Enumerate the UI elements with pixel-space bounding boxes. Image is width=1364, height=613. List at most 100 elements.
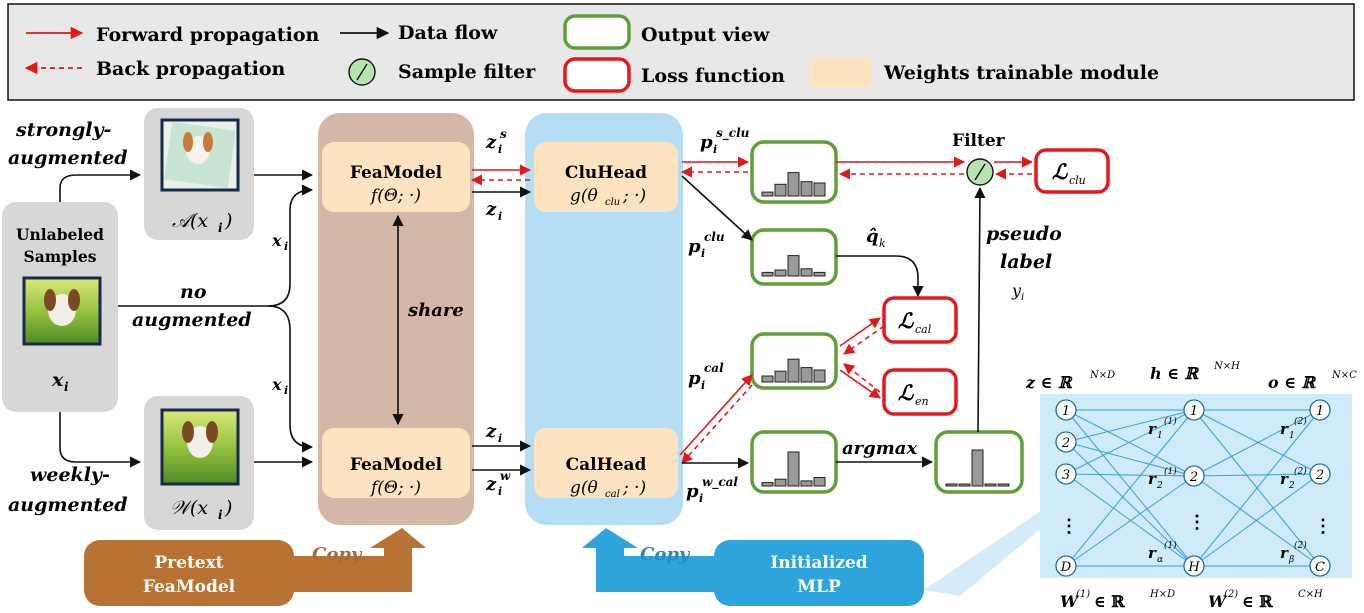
svg-text:i: i bbox=[498, 432, 502, 445]
mlp-output-node-label: 1 bbox=[1316, 404, 1324, 419]
loss-cal: ℒ cal bbox=[882, 296, 958, 344]
svg-text:α: α bbox=[1157, 555, 1163, 565]
loss-cal-label: ℒ bbox=[898, 308, 914, 333]
mlp-label-2: MLP bbox=[797, 577, 841, 597]
hist-bar-cal bbox=[761, 375, 774, 383]
svg-text:i: i bbox=[64, 380, 69, 394]
legend-trainable-label: Weights trainable module bbox=[883, 62, 1159, 84]
no-label-2: augmented bbox=[132, 309, 252, 331]
p-cal-label: p bbox=[688, 368, 701, 389]
copy-arrow-left bbox=[294, 528, 426, 592]
hist-bar-weak-cal bbox=[800, 480, 813, 487]
unlabeled-label-2: Samples bbox=[24, 247, 97, 266]
mlp-edge-layer1 bbox=[1065, 409, 1195, 477]
svg-text:∈ ℝ: ∈ ℝ bbox=[1242, 592, 1273, 611]
weak-aug-block: 𝒲(x i ) bbox=[144, 396, 254, 530]
mlp-edge-layer2 bbox=[1193, 473, 1321, 567]
r2-b-label: r bbox=[1280, 544, 1289, 562]
svg-text:(1): (1) bbox=[1076, 589, 1090, 600]
r1-a-label: r bbox=[1148, 544, 1157, 562]
legend-back-label: Back propagation bbox=[96, 58, 286, 80]
svg-text:(2): (2) bbox=[1294, 540, 1307, 551]
mlp-edge-layer1 bbox=[1065, 473, 1195, 567]
svg-text:en: en bbox=[915, 395, 929, 408]
strong-aug-label: 𝒜(x bbox=[172, 210, 208, 232]
yi-label: y bbox=[1011, 281, 1022, 300]
mlp-hidden-node bbox=[1183, 555, 1205, 577]
head-panel bbox=[525, 113, 683, 525]
mlp-output-node bbox=[1309, 399, 1331, 421]
hist-bar-argmax bbox=[997, 483, 1010, 487]
hist-bar-clu bbox=[774, 269, 787, 277]
xi-label-top: x bbox=[271, 231, 282, 250]
mlp-edge-layer2 bbox=[1193, 473, 1321, 477]
legend-sample-filter-label: Sample filter bbox=[398, 61, 536, 83]
histograms bbox=[761, 172, 1010, 487]
cluhead: CluHead g(θ clu ; ·) bbox=[534, 142, 678, 212]
mlp-edge-layer1 bbox=[1065, 475, 1195, 567]
filter-label: Filter bbox=[952, 131, 1006, 151]
w1-label: W bbox=[1060, 592, 1080, 611]
zi-label-top: z bbox=[485, 199, 497, 220]
hist-bar-argmax bbox=[971, 449, 984, 487]
pretext-label-1: Pretext bbox=[154, 553, 223, 573]
cluhead-label: CluHead bbox=[565, 163, 647, 183]
mlp-edge-layer1 bbox=[1065, 409, 1195, 443]
pretext-label-2: FeaModel bbox=[143, 577, 236, 597]
mlp-edge-layer2 bbox=[1193, 475, 1321, 567]
svg-text:cal: cal bbox=[704, 361, 724, 375]
mlp-hidden-node-label: 1 bbox=[1190, 404, 1198, 419]
legend: Forward propagation Back propagation Dat… bbox=[7, 3, 1355, 101]
svg-text:(1): (1) bbox=[1164, 416, 1177, 427]
r2-2-label: r bbox=[1280, 470, 1289, 488]
legend-loss-label: Loss function bbox=[641, 65, 785, 87]
hist-bar-weak-cal bbox=[787, 451, 800, 487]
svg-text:∈ ℝ: ∈ ℝ bbox=[1094, 592, 1125, 611]
unlabeled-label-1: Unlabeled bbox=[16, 225, 104, 244]
svg-text:i: i bbox=[498, 485, 502, 498]
mlp-output-node-label: 2 bbox=[1315, 468, 1324, 483]
legend-data-flow-label: Data flow bbox=[398, 22, 498, 44]
calhead-label: CalHead bbox=[566, 455, 647, 475]
svg-text:i: i bbox=[1021, 292, 1024, 303]
hist-bar-cal bbox=[787, 358, 800, 383]
svg-text:N×D: N×D bbox=[1089, 370, 1115, 381]
svg-text:): ) bbox=[224, 210, 232, 232]
z-space-label: z ∈ ℝ bbox=[1025, 373, 1073, 392]
hist-bar-strong-clu bbox=[800, 181, 813, 197]
legend-loss-swatch bbox=[563, 57, 631, 93]
svg-text:N×H: N×H bbox=[1213, 361, 1240, 372]
svg-text:1: 1 bbox=[1289, 431, 1295, 441]
svg-text:2: 2 bbox=[1156, 481, 1163, 491]
zw-label: z bbox=[485, 474, 497, 495]
hist-bar-clu bbox=[813, 271, 826, 277]
hist-bar-strong-clu bbox=[813, 182, 826, 197]
legend-output-view-swatch bbox=[563, 14, 631, 50]
hist-bar-weak-cal bbox=[774, 478, 787, 487]
svg-text:clu: clu bbox=[605, 197, 620, 208]
r1-2-label: r bbox=[1148, 470, 1157, 488]
svg-text:clu: clu bbox=[704, 230, 725, 244]
head-output-arrows bbox=[679, 156, 753, 469]
qhat-label: q̂ bbox=[866, 226, 879, 247]
svg-text:s: s bbox=[500, 127, 507, 141]
mlp-edge-layer1 bbox=[1065, 409, 1195, 567]
initialized-mlp: Initialized MLP bbox=[714, 540, 924, 606]
svg-text:C×H: C×H bbox=[1298, 589, 1323, 600]
feamodel-bottom-fn: f(Θ; ·) bbox=[369, 478, 421, 498]
svg-text:): ) bbox=[224, 497, 232, 519]
hist-bar-strong-clu bbox=[774, 183, 787, 197]
copy-label-right: Copy bbox=[640, 544, 691, 565]
svg-text:(2): (2) bbox=[1224, 589, 1238, 600]
svg-text:w: w bbox=[500, 469, 511, 483]
loss-en-label: ℒ bbox=[898, 380, 914, 405]
pseudo-label-2: label bbox=[1000, 251, 1052, 273]
hist-bar-strong-clu bbox=[761, 191, 774, 197]
r2-1-label: r bbox=[1280, 420, 1289, 438]
legend-trainable-swatch bbox=[810, 57, 872, 87]
share-label: share bbox=[407, 300, 464, 321]
feamodel-top: FeaModel f(Θ; ·) bbox=[322, 142, 470, 212]
mlp-label-1: Initialized bbox=[770, 553, 867, 573]
mlp-input-node bbox=[1055, 555, 1077, 577]
hist-bar-clu bbox=[787, 255, 800, 277]
